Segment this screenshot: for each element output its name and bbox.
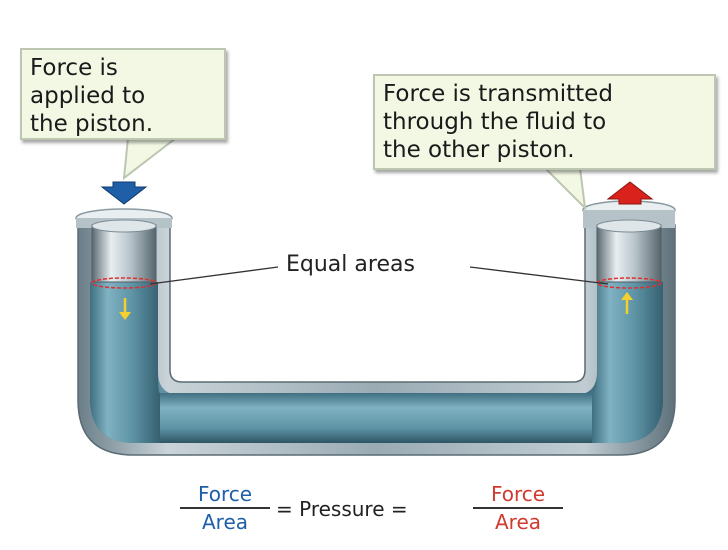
leader-line-left [149,266,279,285]
down-arrow-icon [100,181,148,205]
callout-right: Force is transmitted through the fluid t… [373,74,716,170]
equal-areas-label: Equal areas [286,252,415,277]
formula-pressure: = Pressure = [276,497,408,521]
callout-right-line-1: Force is transmitted [383,81,613,107]
callout-left: Force is applied to the piston. [20,48,226,140]
callout-left-line-2: applied to [30,83,146,109]
formula-right-denominator: Area [494,510,542,534]
formula-left-numerator: Force [180,482,270,509]
callout-left-line-3: the piston. [30,111,154,137]
small-down-arrow-icon [119,298,131,320]
small-up-arrow-icon [621,292,633,314]
formula-left-fraction: Force Area [180,482,270,534]
up-arrow-icon [606,181,654,205]
callout-left-line-1: Force is [30,55,118,81]
formula-right-numerator: Force [473,482,563,509]
right-piston [596,224,662,283]
formula-right-fraction: Force Area [473,482,563,534]
callout-right-line-2: through the fluid to [383,109,607,135]
formula-left-denominator: Area [201,510,249,534]
leader-line-right [469,266,609,285]
callout-right-line-3: the other piston. [383,137,575,163]
left-piston [91,224,157,283]
